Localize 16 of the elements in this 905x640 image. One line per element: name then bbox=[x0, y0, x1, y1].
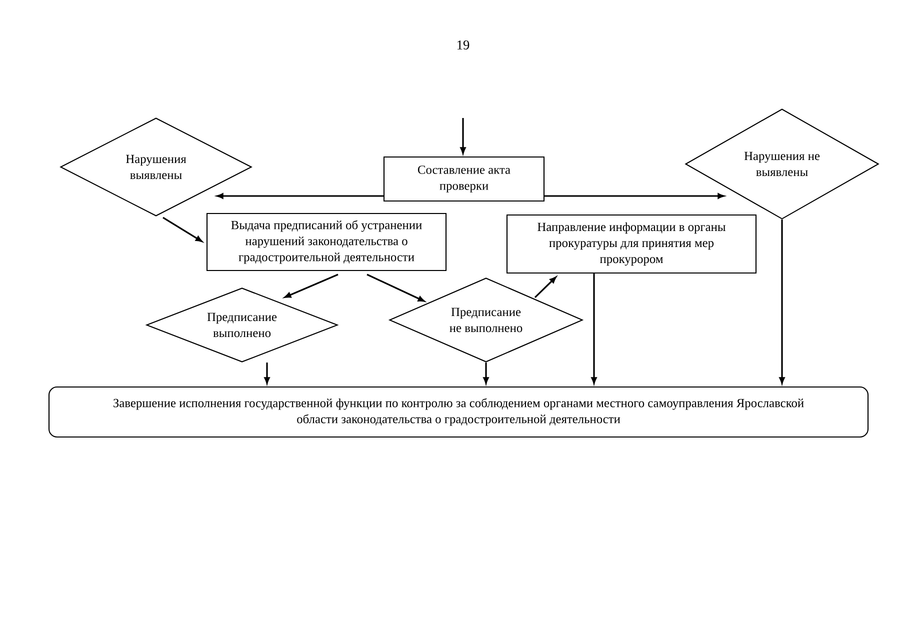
arrow bbox=[534, 276, 556, 298]
end-box: Завершение исполнения государственной функции по контролю за соблюдением органами местного самоуправления Ярославской области законодательства о градостроительной деятельности bbox=[48, 386, 869, 438]
arrow bbox=[366, 274, 425, 302]
arrow bbox=[460, 118, 466, 154]
arrow bbox=[483, 362, 489, 384]
arrow bbox=[264, 362, 270, 384]
arrow bbox=[216, 193, 384, 199]
arrow bbox=[779, 220, 785, 384]
arrow bbox=[591, 274, 597, 384]
process-box: Направление информации в органы прокуратуры для принятия мер прокурором bbox=[506, 214, 757, 274]
arrow bbox=[544, 193, 724, 199]
process-box: Выдача предписаний об устранении нарушений законодательства о градостроительной деятельности bbox=[206, 212, 447, 272]
arrow bbox=[162, 216, 202, 242]
arrow bbox=[284, 274, 338, 298]
page-number: 19 bbox=[458, 40, 470, 50]
process-box: Составление акта проверки bbox=[383, 156, 545, 202]
